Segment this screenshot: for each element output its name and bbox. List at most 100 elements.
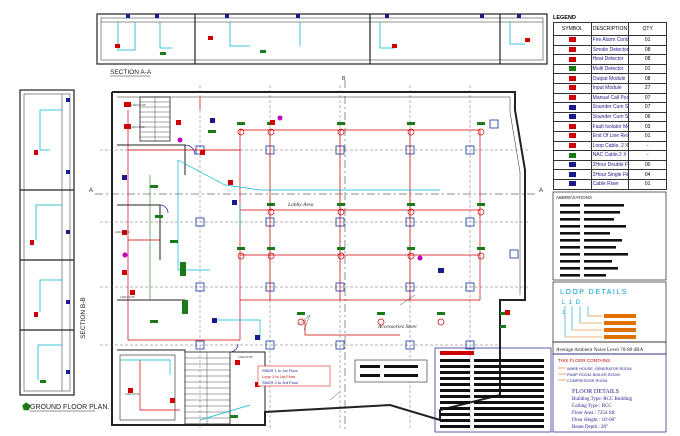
floor-contains-list: WARE HOUSE, GENERATOR ROOM PUMP ROOM, BO… [558, 367, 631, 383]
ground-floor-plan-label: GROUND FLOOR PLAN. [30, 404, 109, 411]
legend-symbol-icon [568, 171, 576, 177]
section-bb-drawing [19, 89, 75, 396]
section-marker-a-left: A [89, 188, 93, 194]
floor-contains-item-1: WARE HOUSE, GENERATOR ROOM [567, 367, 631, 371]
legend-symbol-icon [568, 181, 576, 187]
floor-details-line-1: Building Type: RCC Building [572, 397, 632, 402]
legend-row: Loop Cable, 2 X 1.5 RM FR- [553, 140, 667, 152]
legend-row: Fault Isolator Module03 [553, 121, 667, 132]
legend-symbol-icon [568, 75, 576, 81]
legend-row: End Of Line Resistor01 [553, 130, 667, 142]
legend-qty: 00 [628, 159, 667, 171]
legend-description: NAC Cable,2 X 2.5 RM FR [590, 150, 630, 161]
legend-description: Sounder Cum Strobe(HSR) [590, 102, 630, 113]
legend-qty: 06 [628, 111, 667, 123]
legend-symbol-icon [568, 152, 576, 158]
legend-qty: - [628, 150, 667, 161]
legend-qty: 03 [628, 121, 667, 132]
legend-header-symbol: SYMBOL [553, 22, 592, 36]
floor-details-line-4: Floor Height : 10'-06" [572, 418, 616, 423]
legend-symbol [553, 178, 592, 190]
loop-details-number: 1 [562, 310, 565, 316]
legend-description: Sounder Cum Strobe (VTR-SSR) [590, 111, 630, 123]
legend-row: 2Hour Single Fire Door04 [553, 169, 667, 180]
legend-qty: 08 [628, 54, 667, 65]
legend-qty: 07 [628, 102, 667, 113]
legend-description: Heat Detector [590, 54, 630, 65]
svg-text:L1D1CP-05: L1D1CP-05 [131, 103, 146, 107]
legend-symbol [553, 102, 592, 113]
abbreviations-list [560, 204, 628, 277]
legend-symbol [553, 169, 592, 180]
floor-contains-item-2: PUMP ROOM, BOILER ROOM [567, 373, 620, 377]
legend-symbol [553, 130, 592, 142]
legend-symbol [553, 54, 592, 65]
legend-description: Manual Call Point [590, 92, 630, 104]
section-aa-label: SECTION A-A [110, 69, 152, 76]
legend-description: Input Module [590, 82, 630, 94]
legend-symbol [553, 111, 592, 123]
legend-table: SYMBOL DESCRIPTION QTY Fire Alarm Contro… [553, 22, 667, 190]
section-aa-drawing [96, 13, 548, 65]
floor-details-title: FLOOR DETAILS [572, 388, 620, 395]
lobby-area-label: Lobby Area [287, 202, 314, 208]
legend-symbol-icon [568, 66, 576, 72]
svg-text:L1D1CP-06: L1D1CP-06 [120, 295, 135, 299]
legend-symbol [553, 44, 592, 56]
legend-symbol-icon [568, 56, 576, 62]
legend-symbol-icon [568, 47, 576, 53]
section-bb-label: SECTION B-B [80, 297, 87, 339]
legend-row: 2Hour Double Fire Door00 [553, 159, 667, 171]
legend-qty: 08 [628, 73, 667, 84]
legend-symbol [553, 35, 592, 46]
legend-qty: - [628, 140, 667, 152]
legend-symbol-icon [568, 85, 576, 91]
svg-text:L1D1CP-01: L1D1CP-01 [125, 392, 140, 396]
ground-floor-plan-icon: ⬟ [22, 402, 31, 413]
legend-row: NAC Cable,2 X 2.5 RM FR- [553, 150, 667, 161]
svg-text:L1D1CP-08: L1D1CP-08 [238, 355, 253, 359]
floor-details-line-2: Ceiling Type : RCC [572, 404, 612, 409]
legend-description: Output Module [590, 73, 630, 84]
svg-text:L1D1CP-04: L1D1CP-04 [115, 230, 130, 234]
floor-details-line-5: Beam Depth : 20" [572, 425, 608, 430]
legend-symbol-icon [568, 95, 576, 101]
abbreviations-title: ABBREVIATIONS [556, 195, 592, 200]
legend-description: End Of Line Resistor [590, 130, 630, 142]
legend-symbol-icon [568, 123, 576, 129]
floor-details-line-3: Floor Area : 7254 Sft. [572, 411, 616, 416]
legend-symbol [553, 150, 592, 161]
floor-contains-item-3: COMPRESSOR ROOM [567, 379, 607, 383]
legend-description: Smoke Detector [590, 44, 630, 56]
legend-qty: 01 [628, 130, 667, 142]
accessories-store-label: Accessories Store [377, 324, 417, 330]
legend-qty: 01 [628, 35, 667, 46]
legend: LEGEND SYMBOL DESCRIPTION QTY Fire Alarm… [553, 14, 667, 190]
legend-row: Sounder Cum Strobe (VTR-SSR)06 [553, 111, 667, 123]
sndr-label-2: Loop 1 to 1st Floor [262, 374, 296, 379]
noise-level-note: Average Ambient Noise Level 70-80 dBA [556, 347, 644, 353]
legend-symbol [553, 140, 592, 152]
legend-symbol [553, 73, 592, 84]
legend-symbol-icon [568, 143, 576, 148]
abbreviations-box [552, 191, 667, 281]
legend-qty: 07 [628, 92, 667, 104]
legend-qty: 08 [628, 44, 667, 56]
loop-details-prefix: L 1 D [562, 300, 581, 306]
legend-description: Fault Isolator Module [590, 121, 630, 132]
legend-qty: 27 [628, 82, 667, 94]
loop-details-title: LOOP DETAILS [560, 289, 628, 296]
svg-text:L1D1CP-03: L1D1CP-03 [130, 125, 145, 129]
legend-description: Fire Alarm Control Panel [590, 35, 630, 46]
legend-description: Multi Detector [590, 63, 630, 75]
legend-symbol [553, 82, 592, 94]
floor-contains-title: THIS FLOOR CONTAINS [558, 358, 610, 363]
legend-rows: Fire Alarm Control Panel01Smoke Detector… [553, 35, 667, 190]
riser-note-block [354, 359, 428, 383]
